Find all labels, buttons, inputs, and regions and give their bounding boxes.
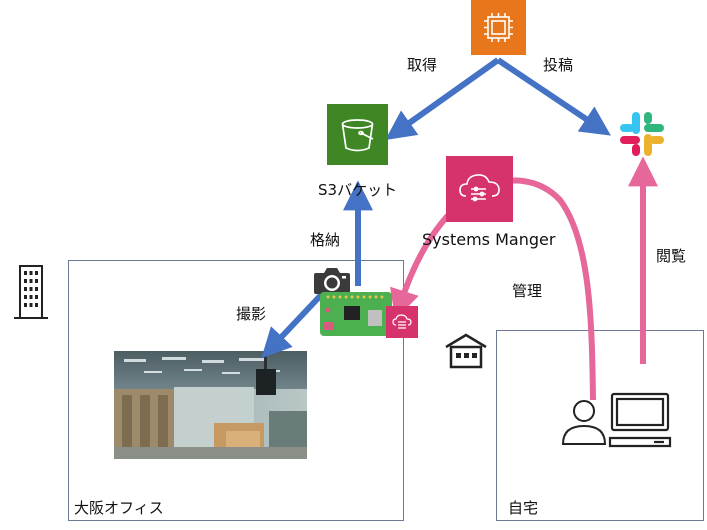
edge-label-capture: 撮影	[236, 305, 267, 323]
s3-bucket-icon	[327, 104, 388, 165]
edge-label-store: 格納	[310, 231, 341, 249]
office-camera-photo	[114, 351, 307, 459]
edge-label-view: 閲覧	[656, 247, 687, 265]
arrow-ec2-to-slack	[496, 57, 611, 136]
ssm-label: Systems Manger	[422, 230, 556, 249]
home-container	[496, 330, 704, 521]
edge-label-manage: 管理	[512, 282, 543, 300]
user-icon	[560, 398, 608, 446]
house-icon	[444, 333, 488, 369]
arrow-user-to-device	[390, 177, 596, 401]
s3-label: S3バケット	[318, 181, 398, 199]
edge-label-get: 取得	[407, 56, 438, 74]
office-building-icon	[12, 262, 50, 322]
edge-label-post: 投稿	[543, 56, 574, 74]
systems-manager-icon	[446, 156, 513, 222]
home-label: 自宅	[508, 499, 539, 517]
ec2-instance-icon	[471, 0, 526, 55]
raspberry-pi-board-icon	[320, 288, 392, 338]
computer-icon	[608, 392, 672, 448]
office-label: 大阪オフィス	[74, 499, 164, 517]
camera-icon	[312, 263, 352, 297]
arrow-ec2-to-s3	[385, 57, 500, 141]
slack-logo-icon	[616, 108, 668, 160]
arrow-camera-to-photo	[261, 291, 325, 359]
ssm-agent-icon	[386, 306, 418, 338]
